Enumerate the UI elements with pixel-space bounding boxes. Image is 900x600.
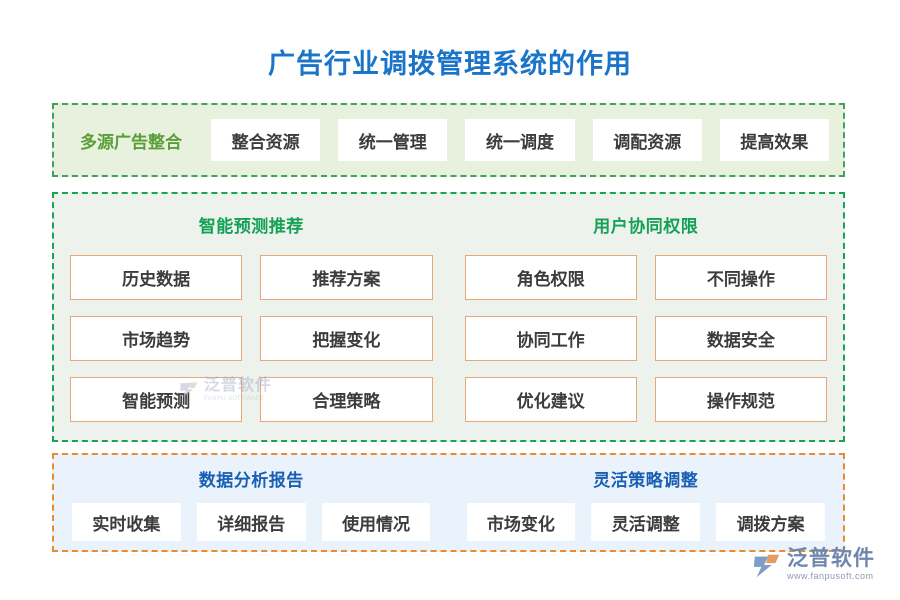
top-chip[interactable]: 提高效果 (719, 119, 830, 161)
top-panel-label: 多源广告整合 (80, 132, 182, 152)
brand-logo-text: 泛普软件 www.fanpusoft.com (787, 548, 875, 581)
top-chip[interactable]: 统一管理 (338, 119, 448, 161)
brand-name: 泛普软件 (787, 547, 875, 570)
section-header-prediction: 智能预测推荐 (198, 217, 304, 236)
mid-box[interactable]: 协同工作 (464, 316, 637, 361)
mid-box[interactable]: 操作规范 (654, 377, 827, 422)
bot-box[interactable]: 灵活调整 (591, 503, 701, 541)
section-header-strategy: 灵活策略调整 (593, 471, 699, 490)
bot-column-strategy: 灵活策略调整 市场变化 灵活调整 调拨方案 (449, 455, 844, 550)
mid-box[interactable]: 不同操作 (654, 255, 827, 300)
mid-box[interactable]: 智能预测 (70, 377, 243, 422)
panel-prediction-and-permissions: 智能预测推荐 历史数据 推荐方案 市场趋势 把握变化 智能预测 合理策略 用户协… (52, 192, 845, 442)
bot-column-analysis: 数据分析报告 实时收集 详细报告 使用情况 (54, 455, 449, 550)
bot-box[interactable]: 实时收集 (72, 503, 181, 541)
mid-box[interactable]: 合理策略 (260, 377, 433, 422)
panel-multi-source-integration: 多源广告整合 整合资源 统一管理 统一调度 调配资源 提高效果 (52, 103, 845, 177)
mid-box[interactable]: 优化建议 (464, 377, 637, 422)
panel-analysis-and-strategy: 数据分析报告 实时收集 详细报告 使用情况 灵活策略调整 市场变化 灵活调整 调… (52, 453, 845, 552)
mid-box[interactable]: 把握变化 (260, 316, 433, 361)
bot-box[interactable]: 使用情况 (321, 503, 431, 541)
top-row: 多源广告整合 整合资源 统一管理 统一调度 调配资源 提高效果 (54, 105, 843, 175)
bot-columns: 数据分析报告 实时收集 详细报告 使用情况 灵活策略调整 市场变化 灵活调整 调… (54, 455, 843, 550)
mid-column-permissions: 用户协同权限 角色权限 不同操作 协同工作 数据安全 优化建议 操作规范 (449, 194, 844, 440)
mid-column-prediction: 智能预测推荐 历史数据 推荐方案 市场趋势 把握变化 智能预测 合理策略 (54, 194, 449, 440)
mid-columns: 智能预测推荐 历史数据 推荐方案 市场趋势 把握变化 智能预测 合理策略 用户协… (54, 194, 843, 440)
mid-box[interactable]: 角色权限 (464, 255, 637, 300)
mid-box[interactable]: 市场趋势 (70, 316, 243, 361)
page-title: 广告行业调拨管理系统的作用 (268, 49, 632, 79)
brand-url: www.fanpusoft.com (787, 571, 874, 581)
mid-box[interactable]: 数据安全 (654, 316, 827, 361)
bot-box[interactable]: 详细报告 (196, 503, 306, 541)
top-chip[interactable]: 统一调度 (465, 119, 575, 161)
mid-box[interactable]: 推荐方案 (260, 255, 433, 300)
mid-grid-prediction: 历史数据 推荐方案 市场趋势 把握变化 智能预测 合理策略 (70, 255, 433, 422)
section-header-permissions: 用户协同权限 (593, 217, 699, 236)
fanpu-logo-icon (752, 550, 782, 580)
brand-logo: 泛普软件 www.fanpusoft.com (752, 548, 875, 581)
top-chip[interactable]: 整合资源 (211, 119, 321, 161)
mid-grid-permissions: 角色权限 不同操作 协同工作 数据安全 优化建议 操作规范 (464, 255, 827, 422)
bot-grid-analysis: 实时收集 详细报告 使用情况 (64, 503, 439, 541)
bot-box[interactable]: 市场变化 (466, 503, 576, 541)
top-chip[interactable]: 调配资源 (592, 119, 702, 161)
bot-box[interactable]: 调拨方案 (716, 503, 825, 541)
mid-box[interactable]: 历史数据 (70, 255, 243, 300)
section-header-analysis: 数据分析报告 (198, 471, 304, 490)
bot-grid-strategy: 市场变化 灵活调整 调拨方案 (459, 503, 834, 541)
